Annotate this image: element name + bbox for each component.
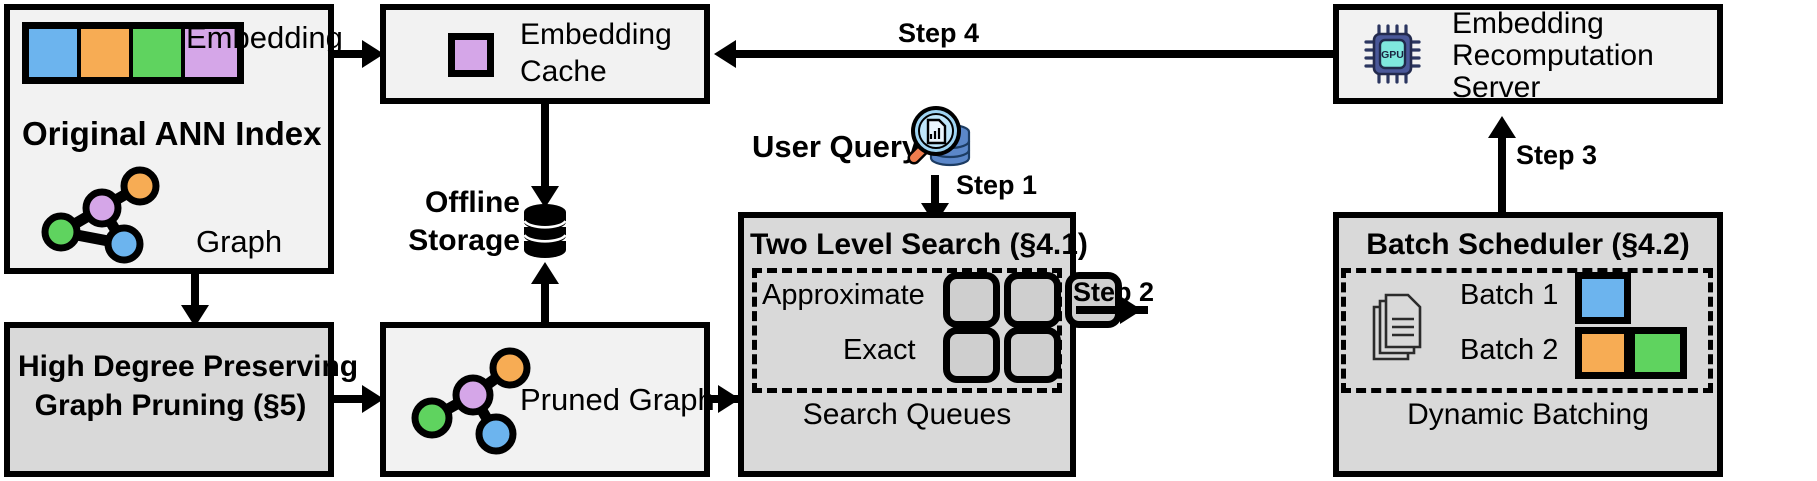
queue-block[interactable] (943, 272, 1000, 328)
queue-block[interactable] (1065, 272, 1122, 328)
edge-index-to-cache (334, 50, 372, 58)
graph-pruning-box (4, 322, 334, 477)
original-graph-icon (41, 166, 160, 264)
edge-pruning-to-pruned-graph (334, 395, 372, 403)
queue-block[interactable] (943, 327, 1000, 383)
batch-2-swatches (1575, 327, 1687, 379)
approximate-queue-blocks (943, 272, 1122, 328)
arrowhead-search-to-scheduler (1120, 296, 1142, 324)
batch-2-swatch-orange (1575, 327, 1631, 379)
batch-scheduler-title: Batch Scheduler (§4.2) (1366, 228, 1690, 261)
original-ann-index-title: Original ANN Index (22, 115, 322, 152)
step-2-label: Step 2 (1073, 277, 1155, 307)
edge-index-to-pruning (191, 274, 199, 312)
approximate-queue-label: Approximate (762, 279, 925, 311)
embedding-cache-label-line2: Cache (520, 55, 607, 88)
search-queues-caption: Search Queues (802, 398, 1012, 431)
recomputation-server-line3: Server (1452, 71, 1541, 104)
database-cylinder-icon (523, 204, 567, 258)
exact-queue-label: Exact (843, 334, 916, 366)
user-query-label: User Query (752, 129, 920, 164)
edge-pruned-graph-to-storage (541, 276, 549, 322)
dynamic-batching-caption: Dynamic Batching (1407, 398, 1649, 431)
arrowhead-pruned-graph-to-storage (531, 262, 559, 284)
step-4-label: Step 4 (898, 18, 980, 48)
documents-icon (1372, 293, 1422, 361)
arrowhead-server-to-cache (714, 40, 736, 68)
embedding-label: Embedding (186, 20, 343, 55)
recomputation-server-line2: Recomputation (1452, 39, 1654, 72)
arrowhead-scheduler-to-server (1488, 116, 1516, 138)
embedding-swatch-blue (29, 29, 81, 77)
embedding-cache-label-line1: Embedding (520, 18, 672, 51)
embedding-swatch-orange (81, 29, 133, 77)
embedding-swatch-strip (22, 22, 244, 84)
search-queues-group (752, 268, 1062, 393)
edge-server-to-cache (736, 50, 1334, 58)
dynamic-batching-group (1341, 268, 1713, 393)
step-3-label: Step 3 (1516, 140, 1598, 170)
arrowhead-index-to-cache (362, 40, 384, 68)
batch-2-label: Batch 2 (1460, 334, 1559, 366)
offline-storage-label-line2: Storage (408, 224, 520, 257)
purple-square-icon (448, 33, 494, 77)
edge-scheduler-to-server (1498, 128, 1506, 212)
arrowhead-index-to-pruning (181, 305, 209, 327)
two-level-search-title: Two Level Search (§4.1) (750, 228, 1088, 261)
exact-queue-blocks (943, 327, 1061, 383)
graph-label: Graph (196, 224, 283, 259)
batch-2-swatch-green (1631, 327, 1687, 379)
pruned-graph-label: Pruned Graph (520, 382, 715, 417)
queue-block[interactable] (1004, 327, 1061, 383)
embedding-cache-box (380, 4, 710, 104)
arrowhead-cache-to-storage (531, 186, 559, 208)
embedding-swatch-purple (185, 29, 237, 77)
recomputation-server-line1: Embedding (1452, 7, 1604, 40)
gpu-chip-text: GPU (1381, 49, 1404, 61)
arrowhead-pruning-to-pruned-graph (362, 385, 384, 413)
batch-1-label: Batch 1 (1460, 279, 1559, 311)
step-1-label: Step 1 (956, 170, 1038, 200)
edge-cache-to-storage (541, 104, 549, 192)
graph-pruning-title-line2: Graph Pruning (§5) (34, 389, 307, 422)
gpu-chip-icon: GPU (1364, 24, 1421, 84)
batch-1-swatch-blue (1575, 272, 1631, 324)
pruned-graph-icon (411, 347, 531, 455)
graph-pruning-title-line1: High Degree Preserving (18, 350, 359, 383)
query-search-database-icon (907, 106, 971, 167)
edge-query-to-search (931, 175, 939, 209)
offline-storage-label-line1: Offline (425, 186, 520, 219)
edge-search-to-scheduler (1076, 306, 1148, 314)
arrowhead-pruned-graph-to-search (718, 385, 740, 413)
queue-block[interactable] (1004, 272, 1061, 328)
embedding-swatch-green (133, 29, 185, 77)
